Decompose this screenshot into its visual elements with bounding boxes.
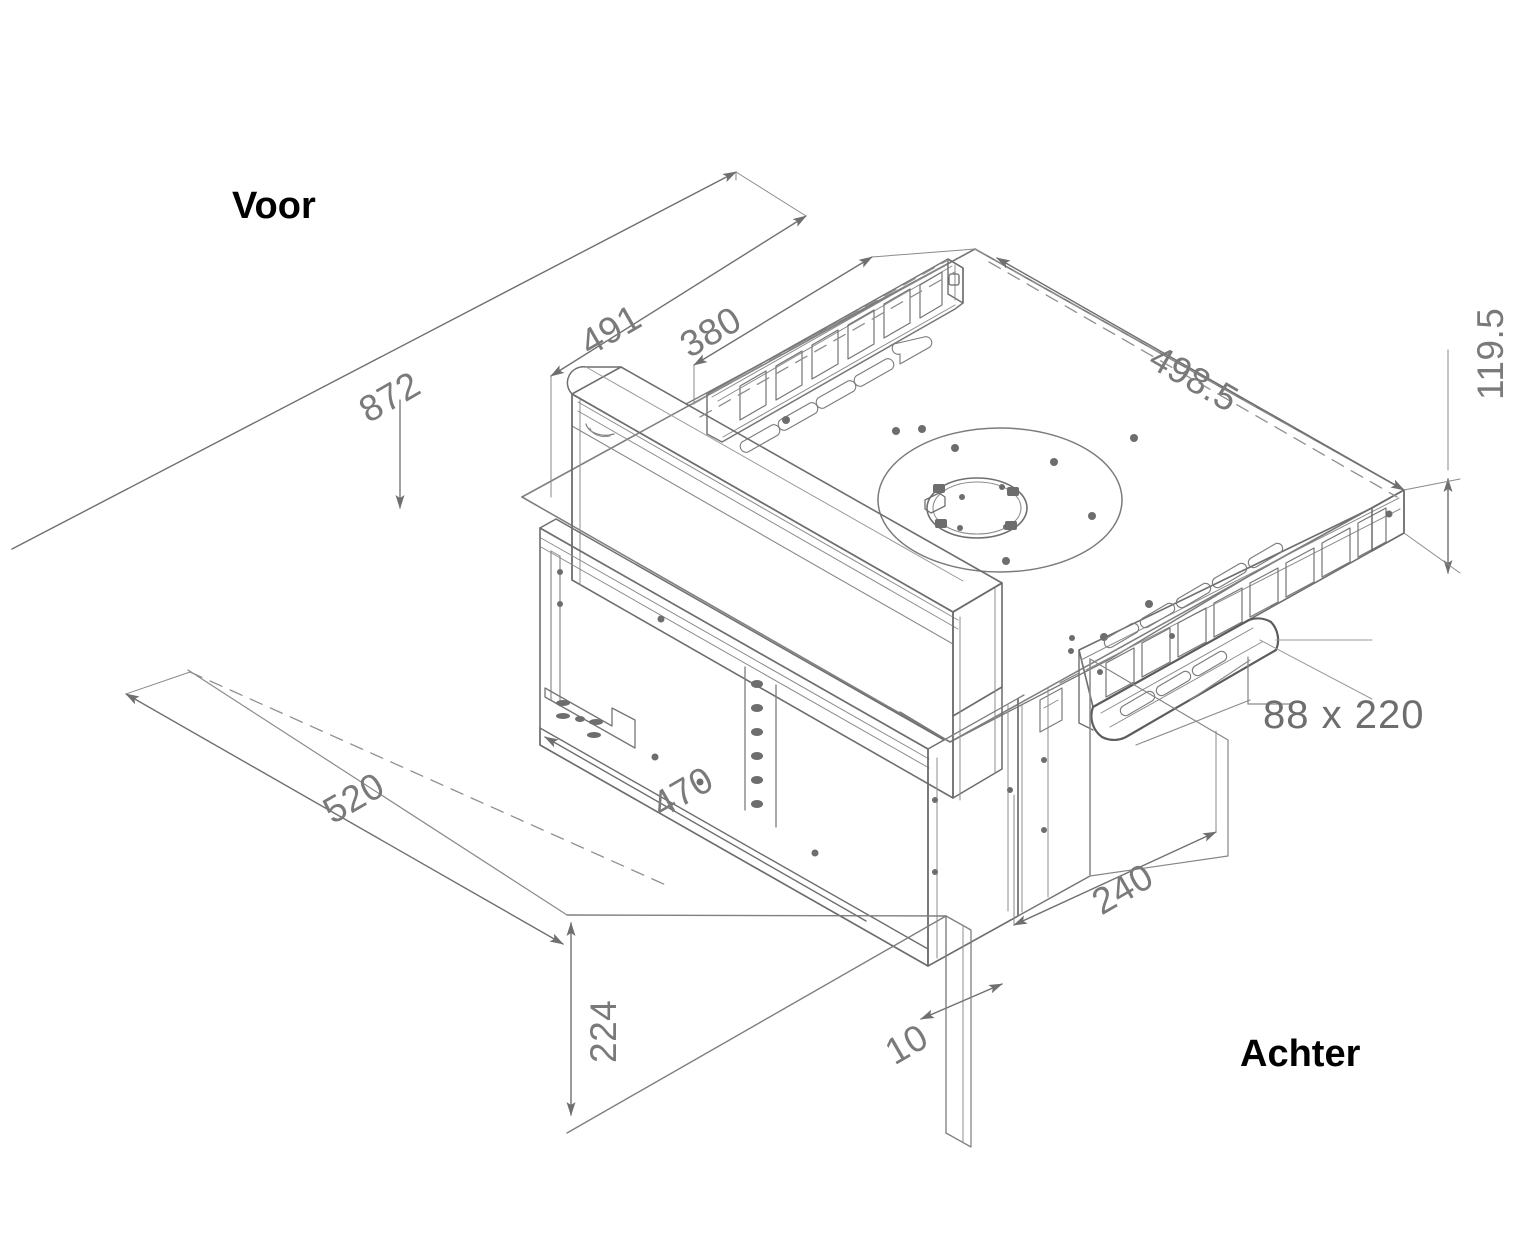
rear-vent-rail <box>1039 489 1405 742</box>
callout-duct-outlet-size: 88 x 220 <box>1263 693 1425 737</box>
view-label-front: Voor <box>232 185 316 227</box>
view-label-rear: Achter <box>1240 1033 1361 1075</box>
top-vent-rail-rear <box>706 258 964 453</box>
blower-assembly <box>782 416 1153 654</box>
witness-lines <box>1089 639 1373 877</box>
rear-lower-panel <box>1017 658 1229 917</box>
dimension-lines <box>11 171 1461 1148</box>
hob-top-deck <box>685 248 1405 743</box>
machine-body-front <box>539 518 1025 967</box>
hidden-construction-lines <box>189 248 1405 887</box>
